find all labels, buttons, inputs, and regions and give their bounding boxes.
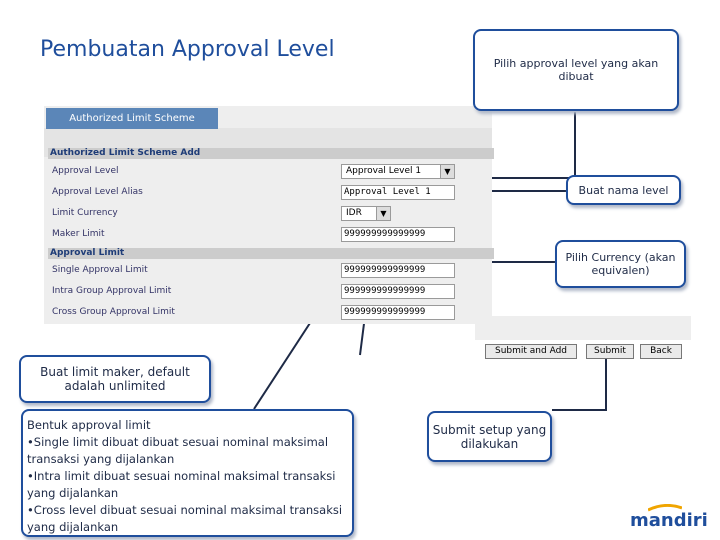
tab-authorized-limit-scheme[interactable]: Authorized Limit Scheme xyxy=(46,108,218,129)
intra-group-limit-input[interactable]: 999999999999999 xyxy=(341,284,455,299)
callout-currency: Pilih Currency (akan equivalen) xyxy=(555,240,686,288)
approval-alias-input[interactable]: Approval Level 1 xyxy=(341,185,455,200)
back-button[interactable]: Back xyxy=(640,344,682,359)
callout-bentuk-line: •Cross level dibuat sesuai nominal maksi… xyxy=(27,503,343,534)
cross-group-limit-input[interactable]: 999999999999999 xyxy=(341,305,455,320)
submit-button[interactable]: Submit xyxy=(586,344,634,359)
callout-bentuk-approval: Bentuk approval limit •Single limit dibu… xyxy=(21,409,354,537)
callout-bentuk-title: Bentuk approval limit xyxy=(27,418,151,432)
callout-bentuk-line: •Intra limit dibuat sesuai nominal maksi… xyxy=(27,469,336,500)
label-maker-limit: Maker Limit xyxy=(52,229,105,239)
label-approval-level: Approval Level xyxy=(52,166,119,176)
chevron-down-icon: ▼ xyxy=(440,165,454,178)
callout-approval-level-text: Pilih approval level yang akan dibuat xyxy=(493,57,659,83)
label-approval-alias: Approval Level Alias xyxy=(52,187,143,197)
callout-nama-level: Buat nama level xyxy=(566,175,681,205)
approval-level-select[interactable]: Approval Level 1 ▼ xyxy=(341,164,455,179)
callout-approval-level: Pilih approval level yang akan dibuat xyxy=(473,29,679,111)
connector-submit xyxy=(552,355,607,411)
callout-nama-level-text: Buat nama level xyxy=(578,183,669,197)
submit-and-add-button[interactable]: Submit and Add xyxy=(485,344,577,359)
section-header-approval-limit: Approval Limit xyxy=(48,248,494,259)
brand-logo: mandiri xyxy=(630,510,708,531)
callout-currency-text: Pilih Currency (akan equivalen) xyxy=(565,251,676,277)
callout-submit: Submit setup yang dilakukan xyxy=(427,411,552,462)
label-single-limit: Single Approval Limit xyxy=(52,265,148,275)
callout-maker: Buat limit maker, default adalah unlimit… xyxy=(19,355,211,403)
label-intra-group-limit: Intra Group Approval Limit xyxy=(52,286,172,296)
callout-maker-text: Buat limit maker, default adalah unlimit… xyxy=(40,365,190,393)
label-limit-currency: Limit Currency xyxy=(52,208,118,218)
section-header-add: Authorized Limit Scheme Add xyxy=(48,148,494,159)
approval-level-value: Approval Level 1 xyxy=(346,166,422,176)
callout-submit-text: Submit setup yang dilakukan xyxy=(432,422,547,451)
chevron-down-icon: ▼ xyxy=(376,207,390,220)
button-bar xyxy=(475,316,691,340)
limit-currency-value: IDR xyxy=(346,208,362,218)
limit-currency-select[interactable]: IDR ▼ xyxy=(341,206,391,221)
slide-title: Pembuatan Approval Level xyxy=(40,37,335,62)
brand-wave-icon xyxy=(648,504,682,512)
callout-bentuk-line: •Single limit dibuat dibuat sesuai nomin… xyxy=(27,435,329,466)
maker-limit-input[interactable]: 999999999999999 xyxy=(341,227,455,242)
label-cross-group-limit: Cross Group Approval Limit xyxy=(52,307,175,317)
single-limit-input[interactable]: 999999999999999 xyxy=(341,263,455,278)
